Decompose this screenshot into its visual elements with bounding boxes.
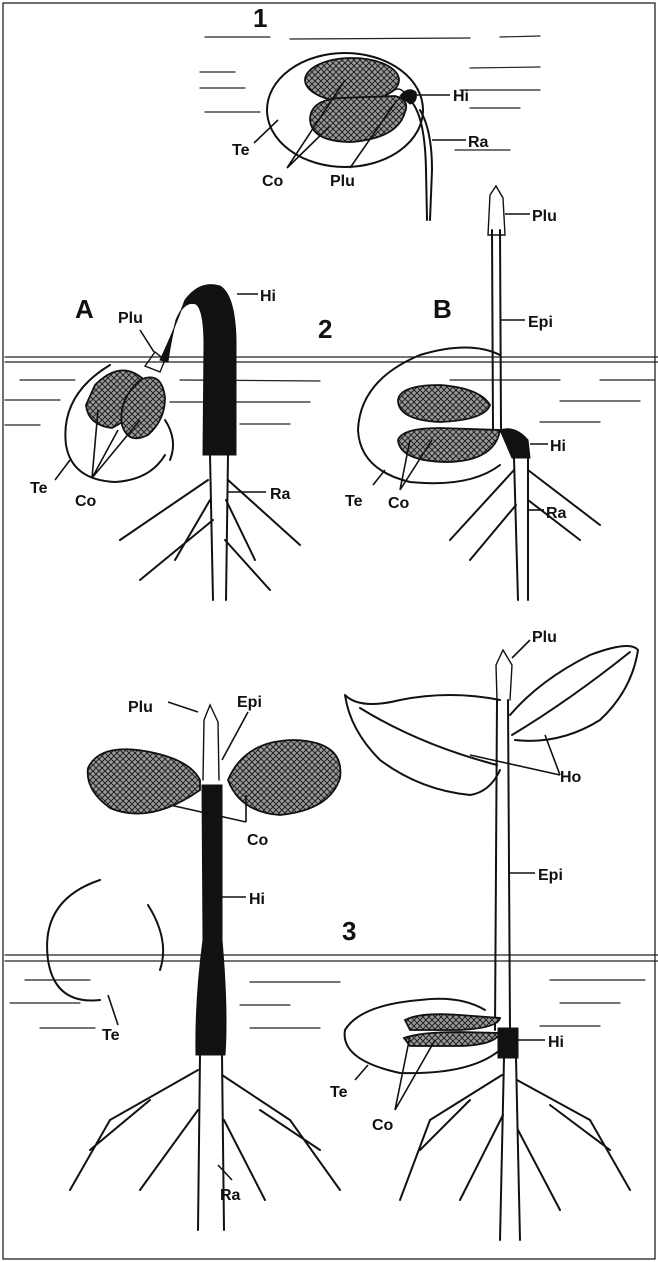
- seedling-3a: Plu Epi Co Hi Te Ra: [47, 694, 340, 1230]
- stage-number-3: 3: [342, 916, 356, 946]
- label-epi-3b: Epi: [538, 867, 563, 884]
- epicotyl-3b: [495, 700, 510, 1030]
- label-plu-2b: Plu: [532, 208, 557, 225]
- label-plu-3a: Plu: [128, 699, 153, 716]
- label-hi-1: Hi: [453, 88, 469, 105]
- roots-3b: [400, 1075, 630, 1210]
- label-ra-2b: Ra: [546, 505, 567, 522]
- label-co-2b: Co: [388, 495, 410, 512]
- cotyledon-upper-1: [305, 58, 399, 102]
- label-hi-2b: Hi: [550, 438, 566, 455]
- stage-3: 3 Plu Epi Co Hi Te: [5, 629, 658, 1240]
- label-ra-3a: Ra: [220, 1187, 241, 1204]
- label-ra-2a: Ra: [270, 486, 291, 503]
- soil-lines-3: [5, 955, 658, 1028]
- cotyledon-2b-upper: [398, 385, 490, 422]
- label-co-2a: Co: [75, 493, 97, 510]
- cotyledon-2b-lower: [398, 428, 500, 462]
- cotyledon-3b-lower: [404, 1032, 500, 1046]
- label-plu-2a: Plu: [118, 310, 143, 327]
- panel-label-b: B: [433, 294, 452, 324]
- cotyledon-3a-left: [88, 749, 200, 813]
- label-te-3a: Te: [102, 1027, 120, 1044]
- cotyledon-lower-1: [310, 96, 406, 142]
- label-epi-3a: Epi: [237, 694, 262, 711]
- seedling-3b: Plu Ho Epi Hi Te Co: [330, 629, 638, 1240]
- hypocotyl-2a: [160, 285, 236, 455]
- roots-2b: [450, 470, 600, 560]
- cotyledon-3a-right: [228, 740, 340, 815]
- cotyledon-3b-upper: [405, 1014, 500, 1030]
- seedling-2a: Hi Plu Te Co Ra: [30, 285, 300, 600]
- label-co-3b: Co: [372, 1117, 394, 1134]
- hypocotyl-3a: [196, 785, 226, 1055]
- radicle-2b: [514, 458, 528, 600]
- epicotyl-2b: [492, 230, 501, 430]
- hypocotyl-3b: [498, 1028, 518, 1058]
- label-plu-1: Plu: [330, 173, 355, 190]
- label-hi-3a: Hi: [249, 891, 265, 908]
- label-plu-3b: Plu: [532, 629, 557, 646]
- label-epi-2b: Epi: [528, 314, 553, 331]
- stage-2: 2 A B Hi Plu Te Co: [5, 186, 658, 600]
- panel-label-a: A: [75, 294, 94, 324]
- plumule-2b: [488, 186, 505, 235]
- radicle-3b: [500, 1058, 520, 1240]
- stage-1: 1 Hi Ra Te Co Plu: [200, 3, 540, 220]
- roots-3a: [70, 1070, 340, 1200]
- leaf-left-3b: [345, 695, 500, 795]
- label-co-3a: Co: [247, 832, 269, 849]
- label-te-1: Te: [232, 142, 250, 159]
- label-te-2a: Te: [30, 480, 48, 497]
- label-hi-3b: Hi: [548, 1034, 564, 1051]
- stage-number-1: 1: [253, 3, 267, 33]
- stage-number-2: 2: [318, 314, 332, 344]
- label-ho-3b: Ho: [560, 769, 582, 786]
- plumule-3b: [496, 650, 512, 700]
- radicle-1: [410, 100, 432, 220]
- plumule-3a: [203, 705, 219, 780]
- label-te-3b: Te: [330, 1084, 348, 1101]
- radicle-2a: [210, 455, 228, 600]
- seed-coat-3a: [47, 880, 163, 1001]
- seedling-2b: Plu Epi Hi Te Co Ra: [345, 186, 600, 600]
- label-hi-2a: Hi: [260, 288, 276, 305]
- label-co-1: Co: [262, 173, 284, 190]
- label-te-2b: Te: [345, 493, 363, 510]
- label-ra-1: Ra: [468, 134, 489, 151]
- figure-frame: [3, 3, 655, 1259]
- hypocotyl-2b: [500, 429, 530, 458]
